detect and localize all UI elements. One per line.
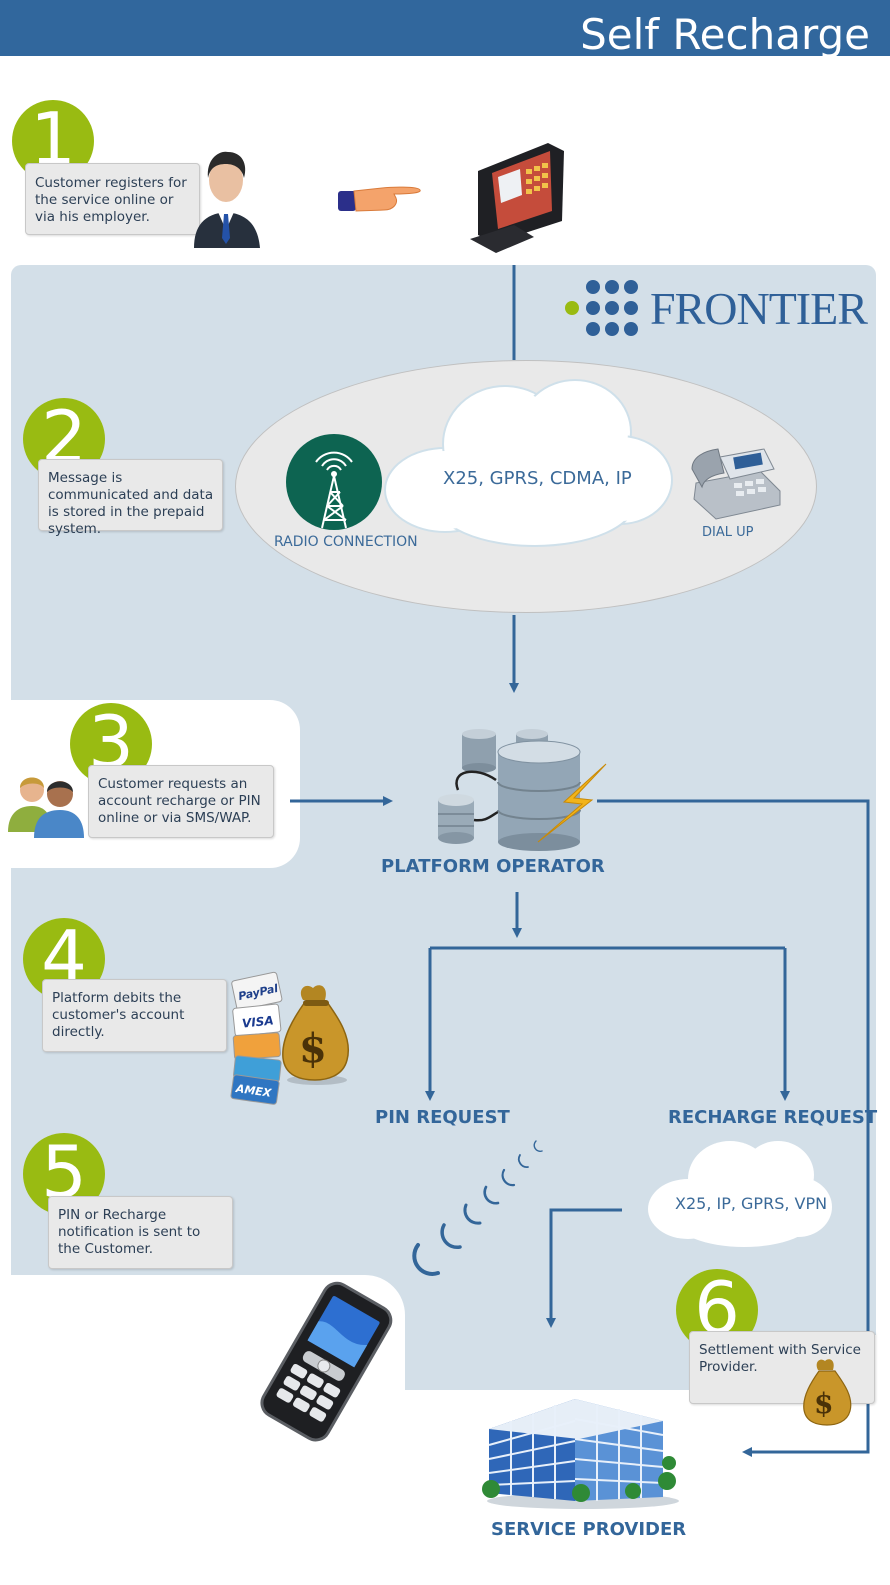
step-3-note: Customer requests an account recharge or… [88, 765, 274, 838]
platform-operator-label: PLATFORM OPERATOR [381, 856, 605, 877]
dial-up-label: DIAL UP [702, 525, 754, 540]
radio-tower-icon [315, 451, 353, 529]
radio-tower-background [286, 434, 382, 530]
step-1-note: Customer registers for the service onlin… [25, 163, 200, 235]
frontier-logo-dots [565, 280, 638, 336]
cloud-2-label: X25, IP, GPRS, VPN [675, 1194, 828, 1213]
money-bag-icon: $ [282, 985, 349, 1085]
pos-terminal-icon [470, 143, 564, 253]
mobile-phone-icon [260, 1281, 393, 1442]
cloud-2-icon [648, 1141, 832, 1247]
phone-icon [691, 448, 781, 520]
step-5-note: PIN or Recharge notification is sent to … [48, 1196, 233, 1269]
signal-waves-icon [412, 1140, 543, 1276]
businessman-icon [194, 151, 260, 248]
frontier-logo-text: FRONTIER [650, 283, 868, 334]
money-bag-symbol: $ [299, 1025, 327, 1072]
header-bar: Self Recharge [0, 0, 890, 59]
step-4-note: Platform debits the customer's account d… [42, 979, 227, 1052]
step-2-note: Message is communicated and data is stor… [38, 459, 223, 537]
recharge-request-label: RECHARGE REQUEST [668, 1107, 878, 1128]
service-provider-label: SERVICE PROVIDER [491, 1519, 687, 1540]
pointing-hand-icon [338, 186, 421, 212]
office-building-icon [482, 1399, 679, 1509]
amex-card-text: AMEX [234, 1082, 272, 1100]
cloud-1-label: X25, GPRS, CDMA, IP [443, 468, 632, 489]
database-server-icon [438, 729, 607, 851]
radio-connection-label: RADIO CONNECTION [274, 534, 418, 550]
page-title: Self Recharge [580, 10, 870, 59]
arrow-cloud2-to-provider [546, 1208, 622, 1328]
visa-card-text: VISA [241, 1013, 274, 1030]
small-money-bag-symbol: $ [814, 1387, 833, 1420]
people-icon [8, 777, 84, 838]
line-platform-to-settlement [597, 799, 870, 1457]
pin-request-label: PIN REQUEST [375, 1107, 510, 1128]
credit-cards-icon: PayPal VISA AMEX [230, 971, 283, 1105]
cloud-icon [384, 379, 673, 547]
small-money-bag-icon: $ [803, 1359, 852, 1426]
